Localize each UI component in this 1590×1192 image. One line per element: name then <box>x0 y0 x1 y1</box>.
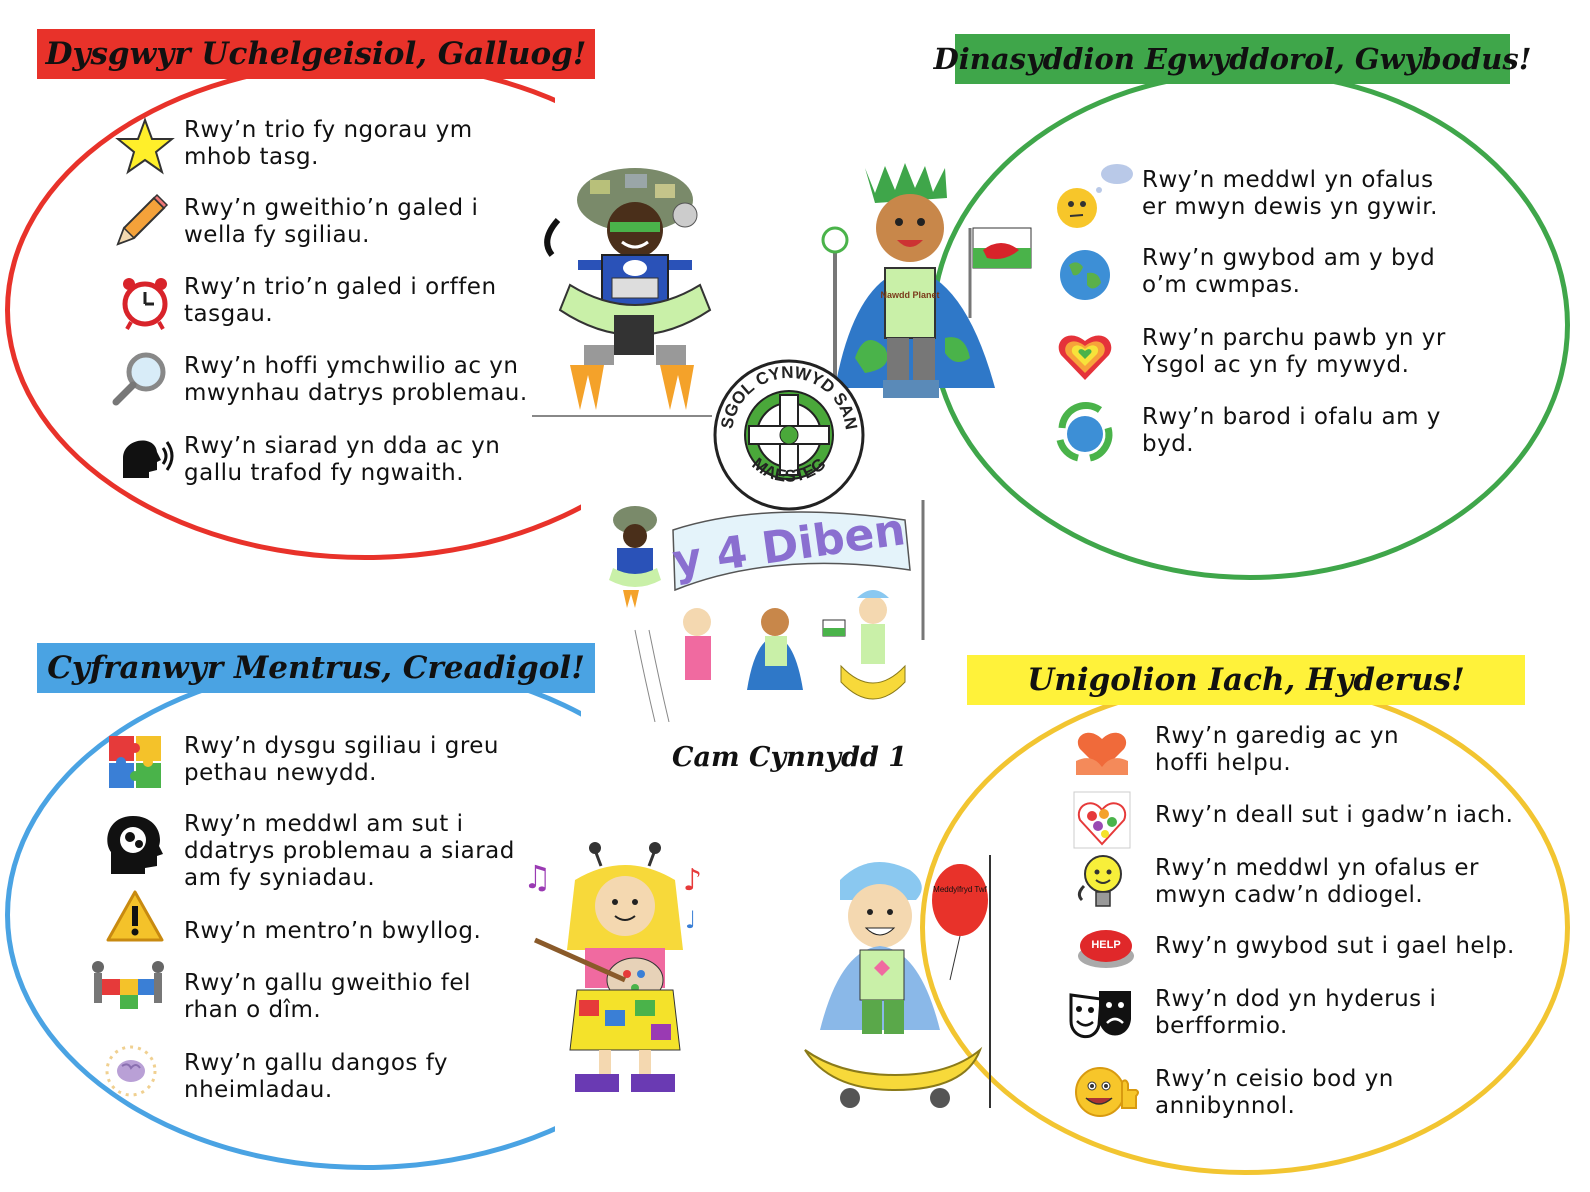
pencil-icon <box>116 193 169 246</box>
item-text: Rwy’n meddwl am sut i ddatrys problemau … <box>184 811 515 891</box>
star-icon <box>115 117 175 175</box>
boy-on-banana-character: Meddylfryd Twf <box>804 855 991 1108</box>
lightbulb-icon <box>1077 855 1122 907</box>
fruit-heart-icon <box>1073 791 1131 849</box>
boy-with-flag-character: Nawdd Planet <box>821 163 1032 408</box>
girl-artist-character: ♫ ♪ ♩ <box>523 842 702 1092</box>
school-logo: YSGOL CYNWYD SANT MAESTEG <box>712 355 865 511</box>
item-text: Rwy’n gwybod sut i gael help. <box>1155 933 1515 959</box>
svg-text:Nawdd Planet: Nawdd Planet <box>880 290 939 300</box>
item-text: Rwy’n hoffi ymchwilio ac yn mwynhau datr… <box>184 353 528 406</box>
svg-text:♩: ♩ <box>685 906 696 934</box>
banner-title: Dysgwyr Uchelgeisiol, Galluog! <box>45 36 587 72</box>
item-text: Rwy’n dysgu sgiliau i greu pethau newydd… <box>184 733 499 786</box>
banner-bottom-left: Cyfranwyr Mentrus, Creadigol! <box>37 643 595 693</box>
item-text: Rwy’n trio fy ngorau ym mhob tasg. <box>184 117 473 170</box>
item-text: Rwy’n garedig ac yn hoffi helpu. <box>1155 723 1400 776</box>
item-text: Rwy’n gweithio’n galed i wella fy sgilia… <box>184 195 479 248</box>
heart-hands-icon <box>1076 732 1128 775</box>
brain-icon <box>105 1045 157 1097</box>
speaking-head-icon <box>123 440 174 478</box>
item-text: Rwy’n gwybod am y byd o’m cwmpas. <box>1142 245 1436 298</box>
banner-title: Dinasyddion Egwyddorol, Gwybodus! <box>933 42 1532 76</box>
globe-icon <box>1060 250 1110 300</box>
divider-line <box>532 415 712 417</box>
item-text: Rwy’n deall sut i gadw’n iach. <box>1155 802 1514 828</box>
teamwork-puzzle-icon <box>92 961 164 1009</box>
puzzle-icon <box>109 736 161 788</box>
item-text: Rwy’n meddwl yn ofalus er mwyn dewis yn … <box>1142 167 1438 220</box>
thinking-face-icon <box>1057 164 1133 228</box>
svg-text:♪: ♪ <box>683 863 702 898</box>
head-gears-icon <box>107 816 163 874</box>
svg-text:Meddylfryd Twf: Meddylfryd Twf <box>933 885 987 894</box>
item-text: Rwy’n dod yn hyderus i berfformio. <box>1155 986 1437 1039</box>
recycle-globe-icon <box>1056 401 1113 462</box>
warning-icon <box>106 890 164 942</box>
item-text: Rwy’n siarad yn dda ac yn gallu trafod f… <box>184 433 501 486</box>
item-text: Rwy’n barod i ofalu am y byd. <box>1142 404 1441 457</box>
item-text: Rwy’n meddwl yn ofalus er mwyn cadw’n dd… <box>1155 855 1479 908</box>
theatre-masks-icon <box>1069 991 1131 1038</box>
thumbs-up-emoji-icon <box>1075 1067 1139 1117</box>
help-button-icon: HELP <box>1078 930 1134 968</box>
svg-text:HELP: HELP <box>1091 939 1120 951</box>
item-text: Rwy’n trio’n galed i orffen tasgau. <box>184 274 497 327</box>
item-text: Rwy’n gallu dangos fy nheimladau. <box>184 1050 449 1103</box>
item-text: Rwy’n parchu pawb yn yr Ysgol ac yn fy m… <box>1142 325 1446 378</box>
robot-character <box>544 168 712 410</box>
magnifying-glass-icon <box>112 352 166 406</box>
svg-text:♫: ♫ <box>523 858 552 896</box>
banner-title: Unigolion Iach, Hyderus! <box>1027 662 1465 698</box>
item-text: Rwy’n mentro’n bwyllog. <box>184 918 482 944</box>
item-text: Rwy’n ceisio bod yn annibynnol. <box>1155 1066 1394 1119</box>
four-purposes-group-illustration: y 4 Diben <box>609 500 925 722</box>
item-text: Rwy’n gallu gweithio fel rhan o dîm. <box>184 970 471 1023</box>
alarm-clock-icon <box>122 278 168 330</box>
banner-top-left: Dysgwyr Uchelgeisiol, Galluog! <box>37 29 595 79</box>
rainbow-heart-icon <box>1058 335 1112 380</box>
stage-label: Cam Cynnydd 1 <box>672 742 908 773</box>
banner-bottom-right: Unigolion Iach, Hyderus! <box>967 655 1525 705</box>
banner-top-right: Dinasyddion Egwyddorol, Gwybodus! <box>934 34 1531 84</box>
banner-title: Cyfranwyr Mentrus, Creadigol! <box>47 650 585 686</box>
